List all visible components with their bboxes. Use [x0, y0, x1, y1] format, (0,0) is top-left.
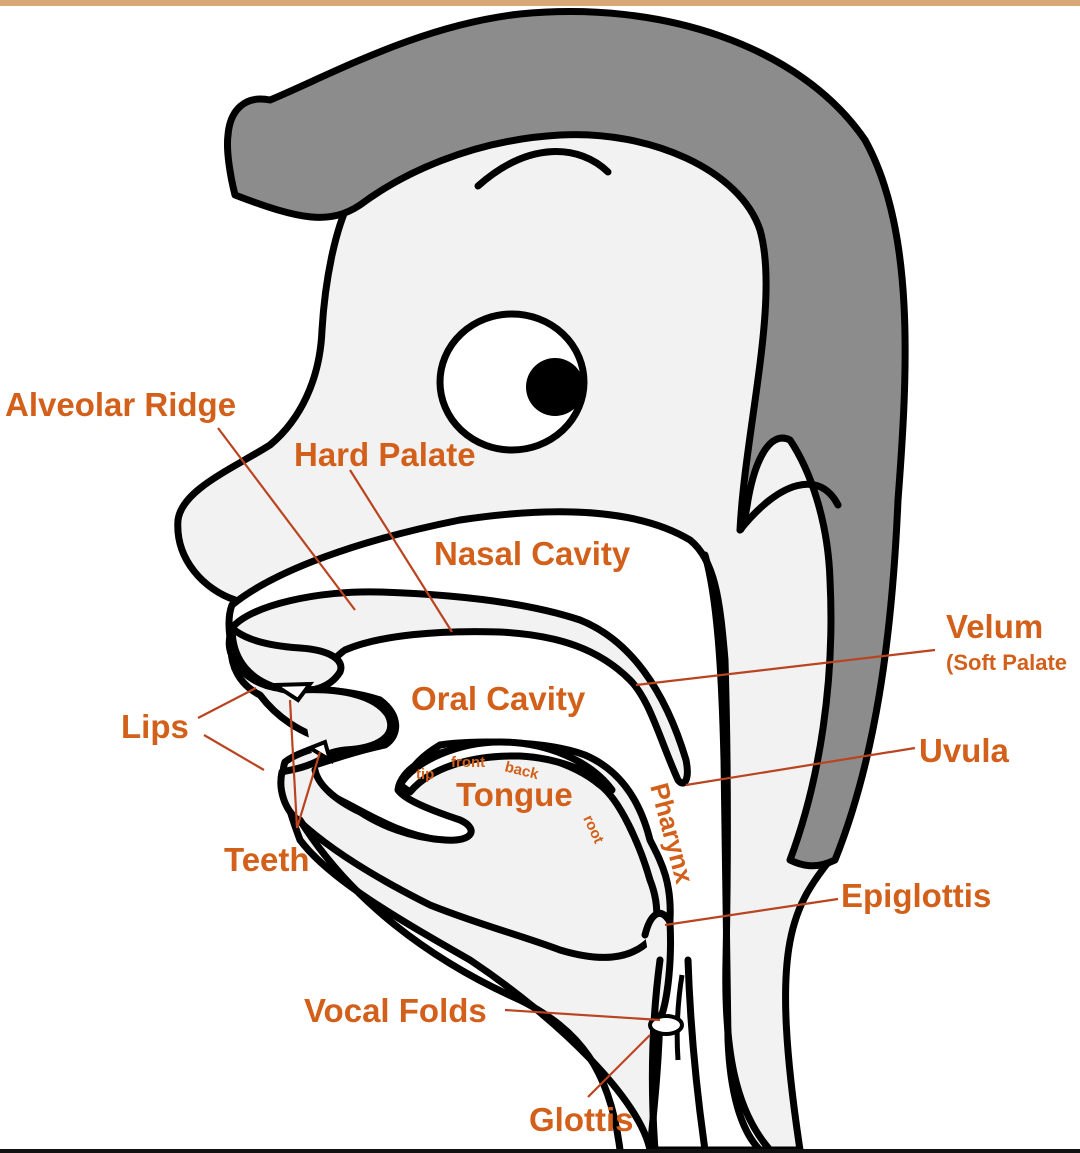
upper-lip — [228, 624, 345, 695]
label-tongue-tip: tip — [416, 766, 434, 783]
upper-teeth — [268, 681, 315, 703]
leader-lips-lower — [203, 734, 265, 771]
leader-alveolar-ridge — [217, 427, 356, 611]
label-oral-cavity: Oral Cavity — [411, 680, 586, 717]
leader-epiglottis — [664, 897, 839, 927]
label-velum-sub: (Soft Palate — [946, 650, 1067, 675]
leader-velum — [635, 648, 936, 687]
tongue-surface — [396, 738, 616, 796]
label-nasal-cavity: Nasal Cavity — [434, 535, 631, 572]
top-border — [0, 0, 1080, 6]
hair — [224, 8, 909, 870]
pharynx-wall — [701, 551, 764, 1153]
eyebrow — [474, 148, 612, 190]
label-hard-palate: Hard Palate — [294, 436, 476, 473]
leader-vocal-folds — [504, 1008, 661, 1022]
larynx-line-3 — [674, 974, 685, 1061]
label-vocal-folds: Vocal Folds — [304, 992, 487, 1029]
label-glottis: Glottis — [529, 1101, 634, 1138]
label-tongue: Tongue — [456, 776, 573, 813]
larynx-line-2 — [684, 956, 709, 1153]
bottom-border — [0, 1149, 1080, 1153]
label-uvula: Uvula — [919, 732, 1010, 769]
label-alveolar-ridge: Alveolar Ridge — [5, 386, 236, 423]
pupil — [526, 358, 584, 416]
leader-uvula — [685, 746, 916, 787]
leader-lips-upper — [197, 687, 257, 719]
leader-teeth-1 — [288, 699, 299, 829]
label-lips: Lips — [121, 708, 189, 745]
leader-teeth-2 — [295, 751, 322, 829]
label-tongue-front: front — [451, 754, 485, 771]
eye — [436, 310, 588, 454]
leader-hard-palate — [349, 469, 453, 633]
label-teeth: Teeth — [224, 841, 310, 878]
label-velum: Velum — [946, 608, 1043, 645]
larynx-line-1 — [648, 956, 664, 1153]
ear-line — [736, 480, 842, 534]
neck-front — [296, 816, 624, 1153]
leader-glottis — [587, 1034, 651, 1098]
label-epiglottis: Epiglottis — [841, 877, 991, 914]
